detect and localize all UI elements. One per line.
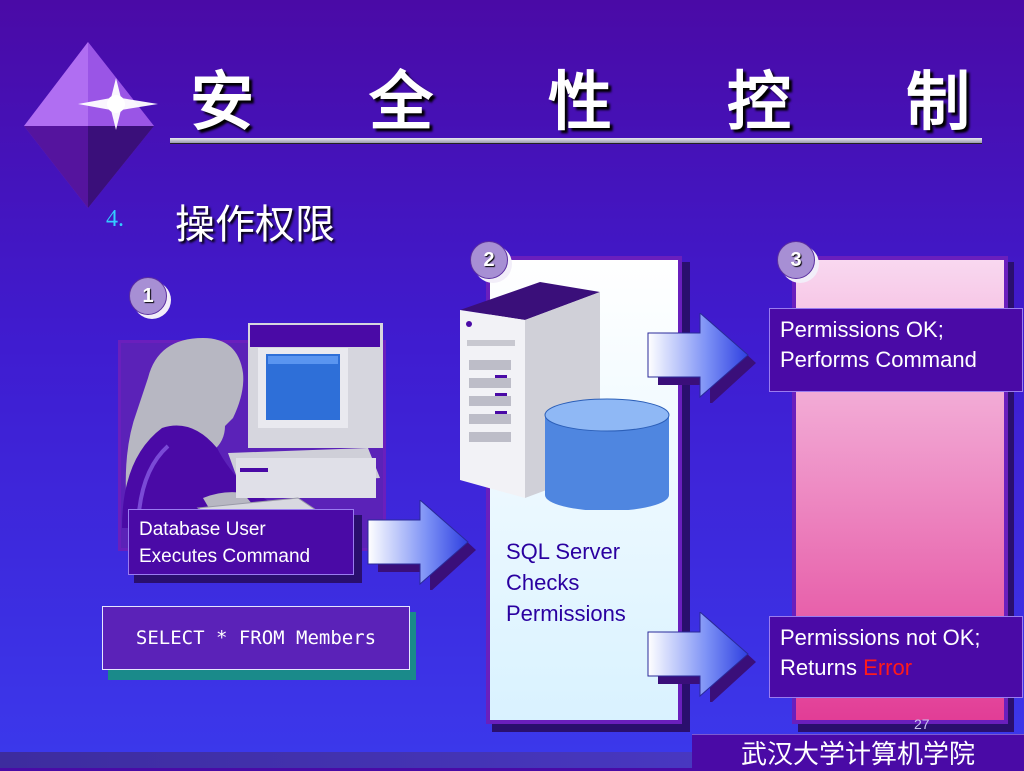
step-badge-3: 3 bbox=[777, 241, 815, 279]
user-at-computer-illustration bbox=[122, 323, 383, 531]
right-arrow-icon bbox=[367, 500, 476, 590]
step-badge-2: 2 bbox=[470, 241, 508, 279]
database-user-label: Database User Executes Command bbox=[128, 509, 354, 575]
bullet-number: 4. bbox=[106, 206, 124, 232]
sql-server-checks-text: SQL Server Checks Permissions bbox=[506, 539, 626, 626]
title-char: 性 bbox=[548, 66, 612, 140]
permissions-not-ok-label: Permissions not OK; Returns Error bbox=[769, 616, 1023, 698]
slide-title: 安 全 性 控 制 bbox=[190, 52, 970, 142]
bullet-heading: 操作权限 bbox=[175, 202, 335, 248]
title-char: 制 bbox=[906, 66, 970, 140]
permissions-ok-label: Permissions OK; Performs Command bbox=[769, 308, 1023, 392]
step-badge-1: 1 bbox=[129, 277, 167, 315]
diamond-star-logo bbox=[24, 42, 158, 208]
page-number: 27 bbox=[914, 716, 930, 732]
footer-institution: 武汉大学计算机学院 bbox=[692, 734, 1024, 770]
title-divider bbox=[170, 138, 982, 144]
error-text: Error bbox=[863, 655, 913, 680]
title-char: 安 bbox=[190, 66, 254, 140]
title-char: 控 bbox=[727, 66, 791, 140]
sql-command-box: SELECT * FROM Members bbox=[102, 606, 410, 670]
right-arrow-icon bbox=[647, 612, 756, 702]
title-char: 全 bbox=[369, 66, 433, 140]
server-database-illustration bbox=[460, 282, 670, 510]
right-arrow-icon bbox=[647, 313, 756, 403]
